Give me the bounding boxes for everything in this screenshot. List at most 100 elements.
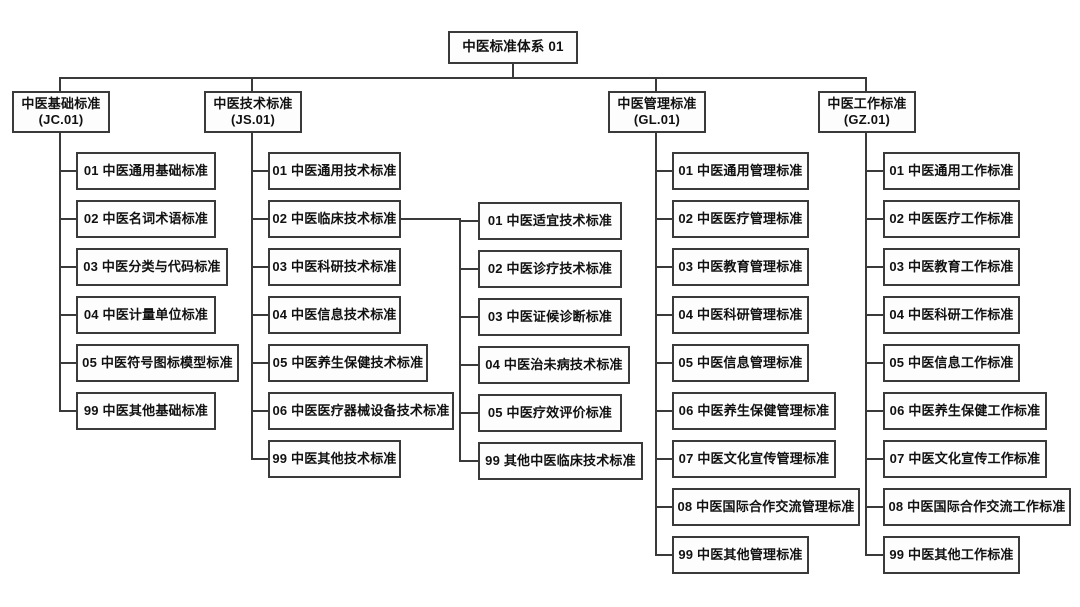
leaf-label-technical-99: 99 中医其他技术标准: [272, 450, 397, 466]
leaf-label-clinical-03: 03 中医证候诊断标准: [487, 308, 613, 324]
connector-technical-99: [251, 458, 268, 460]
leaf-label-management-07: 07 中医文化宣传管理标准: [678, 450, 830, 466]
leaf-label-management-03: 03 中医教育管理标准: [678, 258, 803, 274]
leaf-work-99: 99 中医其他工作标准: [883, 536, 1020, 574]
root-stem: [512, 64, 514, 79]
leaf-label-management-02: 02 中医医疗管理标准: [678, 210, 803, 226]
connector-work-07: [865, 458, 883, 460]
leaf-label-work-06: 06 中医养生保健工作标准: [889, 402, 1041, 418]
leaf-label-technical-06: 06 中医医疗器械设备技术标准: [272, 402, 450, 418]
root-node-label: 中医标准体系 01: [462, 39, 564, 55]
connector-basic-05: [59, 362, 76, 364]
root-node: 中医标准体系 01: [448, 31, 578, 64]
connector-basic-01: [59, 170, 76, 172]
leaf-technical-01: 01 中医通用技术标准: [268, 152, 401, 190]
leaf-label-basic-02: 02 中医名词术语标准: [83, 210, 209, 226]
branch-node-code-technical: (JS.01): [230, 112, 276, 127]
leaf-label-basic-05: 05 中医符号图标模型标准: [82, 354, 233, 370]
leaf-label-management-06: 06 中医养生保健管理标准: [678, 402, 830, 418]
leaf-label-basic-01: 01 中医通用基础标准: [83, 162, 209, 178]
connector-work-02: [865, 218, 883, 220]
leaf-label-clinical-01: 01 中医适宜技术标准: [487, 212, 613, 228]
branch-stem-technical: [251, 77, 253, 93]
leaf-basic-02: 02 中医名词术语标准: [76, 200, 216, 238]
connector-technical-03: [251, 266, 268, 268]
leaf-label-technical-01: 01 中医通用技术标准: [272, 162, 397, 178]
branch-node-title-technical: 中医技术标准: [213, 95, 293, 111]
branch-stem-work: [865, 77, 867, 93]
leaf-label-management-08: 08 中医国际合作交流管理标准: [677, 498, 855, 514]
connector-management-05: [655, 362, 672, 364]
leaf-management-01: 01 中医通用管理标准: [672, 152, 809, 190]
leaf-label-clinical-99: 99 其他中医临床技术标准: [485, 452, 636, 468]
connector-basic-03: [59, 266, 76, 268]
leaf-label-clinical-02: 02 中医诊疗技术标准: [487, 260, 613, 276]
leaf-work-06: 06 中医养生保健工作标准: [883, 392, 1047, 430]
leaf-label-basic-99: 99 中医其他基础标准: [83, 402, 209, 418]
branch-node-technical: 中医技术标准(JS.01): [204, 91, 302, 133]
leaf-technical-06: 06 中医医疗器械设备技术标准: [268, 392, 454, 430]
branch-stem-management: [655, 77, 657, 93]
leaf-clinical-99: 99 其他中医临床技术标准: [478, 442, 643, 480]
connector-clinical-05: [459, 412, 478, 414]
leaf-label-work-08: 08 中医国际合作交流工作标准: [888, 498, 1066, 514]
clinical-spine: [459, 218, 461, 461]
connector-work-03: [865, 266, 883, 268]
leaf-work-08: 08 中医国际合作交流工作标准: [883, 488, 1071, 526]
connector-work-99: [865, 554, 883, 556]
connector-management-08: [655, 506, 672, 508]
leaf-clinical-03: 03 中医证候诊断标准: [478, 298, 622, 336]
leaf-label-management-04: 04 中医科研管理标准: [678, 306, 803, 322]
connector-technical-01: [251, 170, 268, 172]
leaf-basic-03: 03 中医分类与代码标准: [76, 248, 228, 286]
branch-stem-basic: [59, 77, 61, 93]
branch-spine-basic: [59, 133, 61, 411]
leaf-clinical-02: 02 中医诊疗技术标准: [478, 250, 622, 288]
leaf-technical-05: 05 中医养生保健技术标准: [268, 344, 428, 382]
connector-management-02: [655, 218, 672, 220]
leaf-technical-02: 02 中医临床技术标准: [268, 200, 401, 238]
leaf-work-07: 07 中医文化宣传工作标准: [883, 440, 1047, 478]
leaf-management-07: 07 中医文化宣传管理标准: [672, 440, 836, 478]
connector-work-04: [865, 314, 883, 316]
connector-basic-04: [59, 314, 76, 316]
leaf-management-04: 04 中医科研管理标准: [672, 296, 809, 334]
leaf-basic-04: 04 中医计量单位标准: [76, 296, 216, 334]
leaf-label-basic-03: 03 中医分类与代码标准: [83, 258, 221, 274]
connector-work-06: [865, 410, 883, 412]
leaf-label-clinical-04: 04 中医治未病技术标准: [485, 356, 623, 372]
branch-spine-work: [865, 133, 867, 555]
connector-work-08: [865, 506, 883, 508]
connector-basic-02: [59, 218, 76, 220]
leaf-management-03: 03 中医教育管理标准: [672, 248, 809, 286]
leaf-basic-01: 01 中医通用基础标准: [76, 152, 216, 190]
level2-bus: [59, 77, 867, 79]
connector-clinical-02: [459, 268, 478, 270]
connector-work-05: [865, 362, 883, 364]
leaf-label-work-01: 01 中医通用工作标准: [889, 162, 1014, 178]
leaf-work-02: 02 中医医疗工作标准: [883, 200, 1020, 238]
leaf-clinical-05: 05 中医疗效评价标准: [478, 394, 622, 432]
leaf-label-technical-02: 02 中医临床技术标准: [272, 210, 397, 226]
connector-clinical-01: [459, 220, 478, 222]
leaf-management-05: 05 中医信息管理标准: [672, 344, 809, 382]
leaf-technical-04: 04 中医信息技术标准: [268, 296, 401, 334]
leaf-management-08: 08 中医国际合作交流管理标准: [672, 488, 860, 526]
leaf-label-technical-04: 04 中医信息技术标准: [272, 306, 397, 322]
connector-management-06: [655, 410, 672, 412]
leaf-label-technical-03: 03 中医科研技术标准: [272, 258, 397, 274]
branch-spine-management: [655, 133, 657, 555]
leaf-label-work-04: 04 中医科研工作标准: [889, 306, 1014, 322]
leaf-work-05: 05 中医信息工作标准: [883, 344, 1020, 382]
connector-management-07: [655, 458, 672, 460]
branch-node-title-work: 中医工作标准: [827, 95, 907, 111]
leaf-label-work-02: 02 中医医疗工作标准: [889, 210, 1014, 226]
connector-technical-02: [251, 218, 268, 220]
branch-node-title-management: 中医管理标准: [617, 95, 697, 111]
connector-management-99: [655, 554, 672, 556]
leaf-technical-03: 03 中医科研技术标准: [268, 248, 401, 286]
leaf-label-clinical-05: 05 中医疗效评价标准: [487, 404, 613, 420]
leaf-label-work-03: 03 中医教育工作标准: [889, 258, 1014, 274]
connector-clinical-04: [459, 364, 478, 366]
